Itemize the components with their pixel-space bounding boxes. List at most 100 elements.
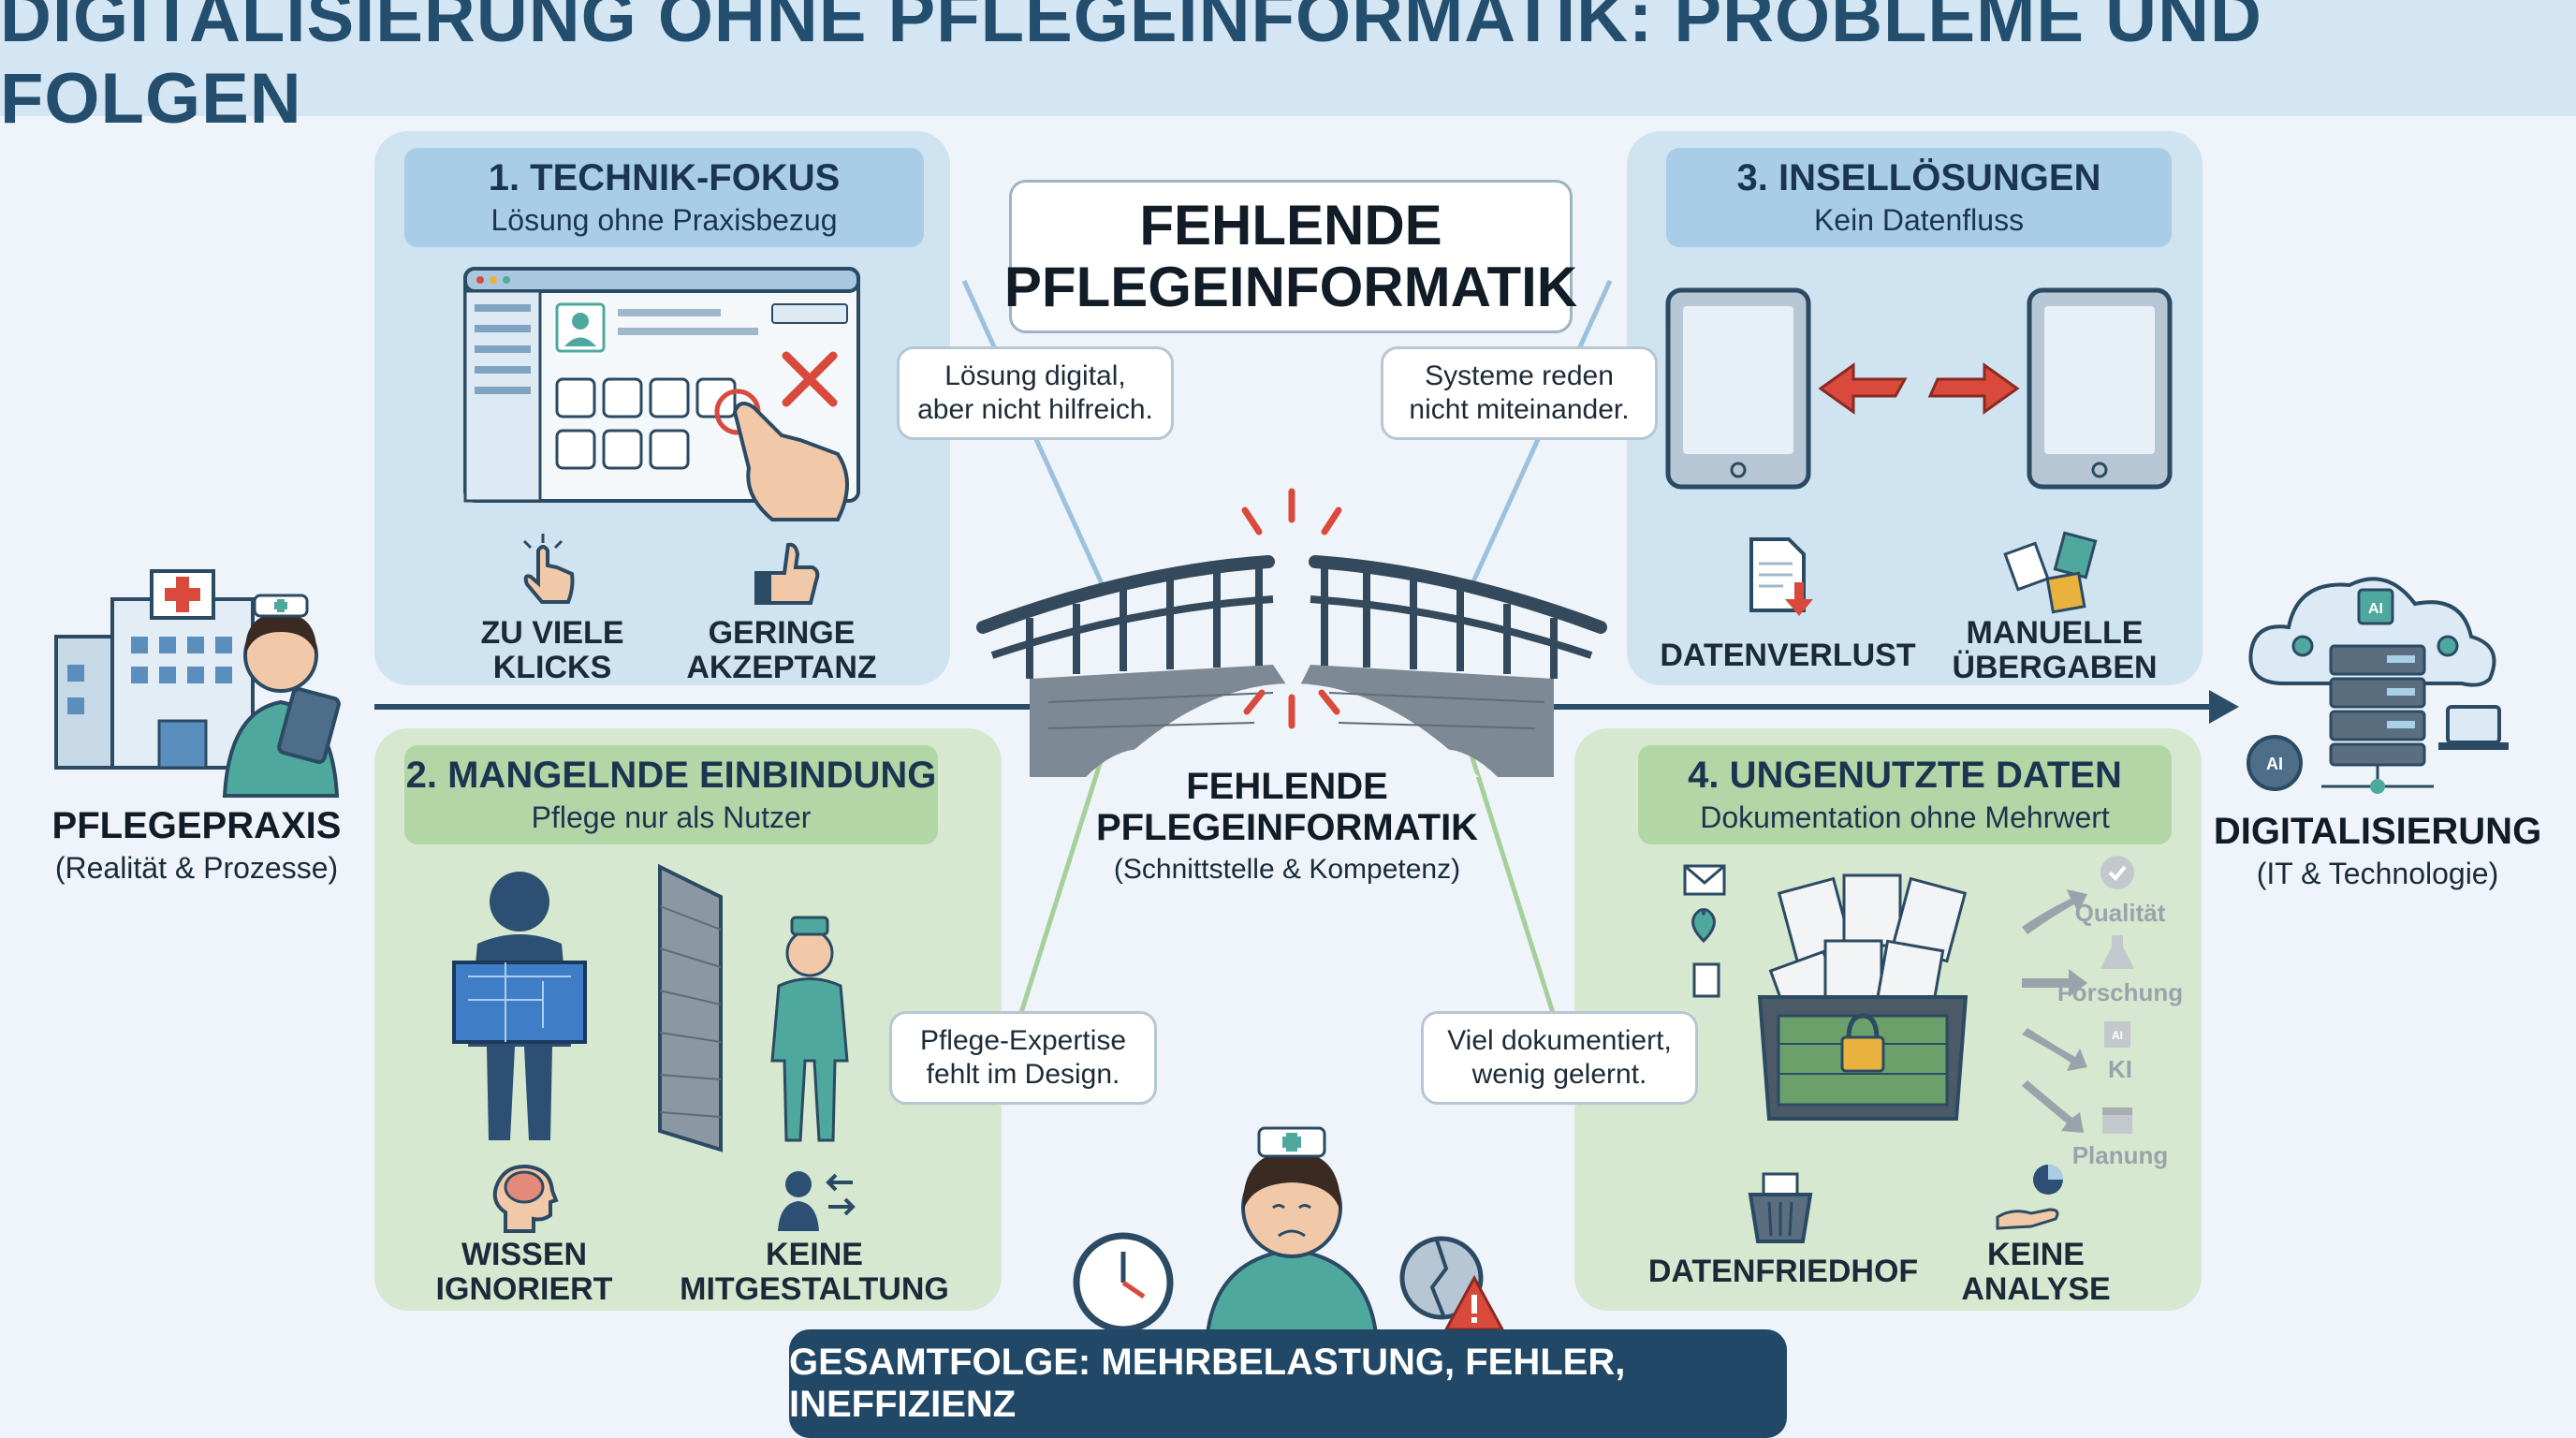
disconnected-tablets-illustration [1665, 287, 2173, 490]
conclusion-bar: GESAMTFOLGE: MEHRBELASTUNG, FEHLER, INEF… [789, 1329, 1787, 1438]
pflegepraxis-subtitle: (Realität & Prozesse) [54, 851, 339, 885]
locked-data-chest-illustration [1683, 864, 1969, 1121]
q2-item-1-line2: IGNORIERT [435, 1271, 613, 1308]
svg-text:AI: AI [2266, 755, 2283, 773]
cloud-server-illustration: AI AI [2247, 577, 2509, 794]
page-title: DIGITALISIERUNG OHNE PFLEGEINFORMATIK: P… [0, 0, 2262, 139]
server-rack-icon [2329, 644, 2426, 767]
q1-bubble-line1: Lösung digital, [944, 360, 1126, 391]
conclusion-text: GESAMTFOLGE: MEHRBELASTUNG, FEHLER, INEF… [789, 1342, 1626, 1425]
bridge-label: FEHLENDE PFLEGEINFORMATIK (Schnittstelle… [1058, 766, 1516, 886]
heart-pulse-icon [1691, 908, 1716, 944]
q4-subtitle: Dokumentation ohne Mehrwert [1700, 800, 2110, 834]
q2-title: 2. MANGELNDE EINBINDUNG [405, 755, 937, 796]
q3-bubble-line2: nicht miteinander. [1409, 394, 1630, 425]
q1-ui-window-illustration [463, 267, 860, 521]
brick-wall-icon [658, 863, 723, 1152]
tablet-right-icon [2027, 287, 2173, 490]
q1-title: 1. TECHNIK-FOKUS [488, 157, 841, 198]
padlock-icon [1840, 1013, 1885, 1073]
q3-header: 3. INSELLÖSUNGEN Kein Datenfluss [1666, 148, 2172, 247]
q2-item-1-label: WISSEN IGNORIERT [421, 1237, 627, 1308]
q4-item-2-label: KEINE ANALYSE [1928, 1237, 2144, 1308]
q1-item-1-line1: ZU VIELE [480, 615, 624, 651]
q2-item-2-line2: MITGESTALTUNG [680, 1271, 949, 1308]
q3-subtitle: Kein Datenfluss [1813, 203, 2025, 237]
q1-item-1-label: ZU VIELE KLICKS [449, 615, 655, 686]
mail-icon [1683, 864, 1726, 896]
q3-item-1-line1: DATENVERLUST [1660, 638, 1916, 673]
benefit-quality: Qualität [2041, 852, 2200, 932]
stressed-nurse-illustration [1073, 1126, 1505, 1336]
q1-item-2-line1: GERINGE [708, 615, 856, 651]
q4-title: 4. UNGENUTZTE DATEN [1688, 755, 2122, 796]
q3-speech-bubble: Systeme reden nicht miteinander. [1381, 346, 1658, 440]
benefit-arrows [2022, 889, 2087, 1133]
q1-speech-bubble: Lösung digital, aber nicht hilfreich. [897, 346, 1174, 440]
q4-item-1-label: DATENFRIEDHOF [1647, 1254, 1919, 1289]
benefit-research: Forschung [2041, 932, 2200, 1016]
svg-text:AI: AI [2112, 1029, 2123, 1042]
chip-icon: AI [2104, 1021, 2130, 1048]
thumbs-up-icon [754, 542, 820, 605]
clock-icon [1073, 1232, 1174, 1333]
tapping-hand-icon [714, 389, 849, 521]
q2-bubble-line1: Pflege-Expertise [919, 1025, 1127, 1056]
q4-benefits-list: Qualität Forschung AI KI Planung [2041, 852, 2200, 1184]
nurse-worried-icon [1205, 1126, 1379, 1336]
q1-subtitle: Lösung ohne Praxisbezug [490, 203, 838, 237]
nurse-figure-icon [770, 916, 849, 1142]
digitalisierung-label: DIGITALISIERUNG (IT & Technologie) [2200, 811, 2555, 891]
planner-with-blueprint-icon [452, 872, 587, 1140]
q3-item-1-label: DATENVERLUST [1657, 638, 1919, 673]
benefit-ai-label: KI [2108, 1055, 2132, 1083]
q1-header: 1. TECHNIK-FOKUS Lösung ohne Praxisbezug [404, 148, 924, 247]
error-x-icon [782, 351, 838, 407]
q2-item-2-label: KEINE MITGESTALTUNG [674, 1237, 955, 1308]
q1-item-2-label: GERINGE AKZEPTANZ [674, 615, 889, 686]
bridge-label-line2: PFLEGEINFORMATIK [1095, 807, 1479, 848]
center-title-line1: FEHLENDE [1139, 194, 1442, 257]
q4-item-2-line2: ANALYSE [1961, 1271, 2111, 1308]
person-arrows-icon [778, 1171, 856, 1231]
q4-speech-bubble: Viel dokumentiert, wenig gelernt. [1421, 1011, 1698, 1105]
q3-item-2-line2: ÜBERGABEN [1952, 650, 2158, 686]
title-bar: DIGITALISIERUNG OHNE PFLEGEINFORMATIK: P… [0, 0, 2576, 139]
q2-wall-illustration [452, 863, 849, 1152]
digitalisierung-subtitle: (IT & Technologie) [2256, 857, 2499, 890]
q2-header: 2. MANGELNDE EINBINDUNG Pflege nur als N… [404, 745, 938, 844]
benefit-planning-label: Planung [2071, 1141, 2169, 1169]
pflegepraxis-label: PFLEGEPRAXIS (Realität & Prozesse) [37, 805, 356, 886]
calendar-icon [2102, 1108, 2132, 1134]
nurse-with-tablet-icon [222, 594, 341, 798]
hand-chart-icon [1996, 1165, 2063, 1230]
cloud-icon: AI [2248, 577, 2496, 687]
q4-bubble-line2: wenig gelernt. [1471, 1059, 1647, 1090]
q2-bubble-line2: fehlt im Design. [926, 1059, 1120, 1090]
head-brain-icon [492, 1164, 559, 1233]
q2-speech-bubble: Pflege-Expertise fehlt im Design. [889, 1011, 1157, 1105]
digitalisierung-title: DIGITALISIERUNG [2213, 811, 2542, 852]
q1-item-2-line2: AKZEPTANZ [686, 650, 877, 686]
pointer-click-icon [522, 534, 575, 604]
q3-item-2-line1: MANUELLE [1966, 615, 2144, 651]
papers-handover-icon [2003, 531, 2098, 614]
benefit-ai: AI KI [2041, 1016, 2200, 1100]
q2-item-1-line1: WISSEN [461, 1237, 588, 1272]
broken-globe-icon [1399, 1236, 1484, 1320]
laptop-icon [2438, 705, 2509, 750]
q4-item-1-line1: DATENFRIEDHOF [1647, 1254, 1919, 1289]
sheet-icon [1692, 962, 1720, 998]
document-down-icon [1749, 537, 1813, 616]
svg-text:AI: AI [2368, 601, 2383, 617]
q2-item-2-line1: KEINE [766, 1237, 863, 1272]
bridge-label-line1: FEHLENDE [1186, 766, 1388, 807]
hospital-icon [54, 569, 255, 770]
trash-basket-icon [1748, 1172, 1813, 1243]
hospital-nurse-illustration [54, 569, 341, 798]
quality-seal-icon [2100, 856, 2134, 889]
q1-bubble-line2: aber nicht hilfreich. [917, 394, 1153, 425]
flask-icon [2100, 935, 2134, 969]
ai-globe-icon: AI [2247, 735, 2303, 791]
pflegepraxis-title: PFLEGEPRAXIS [51, 805, 342, 846]
